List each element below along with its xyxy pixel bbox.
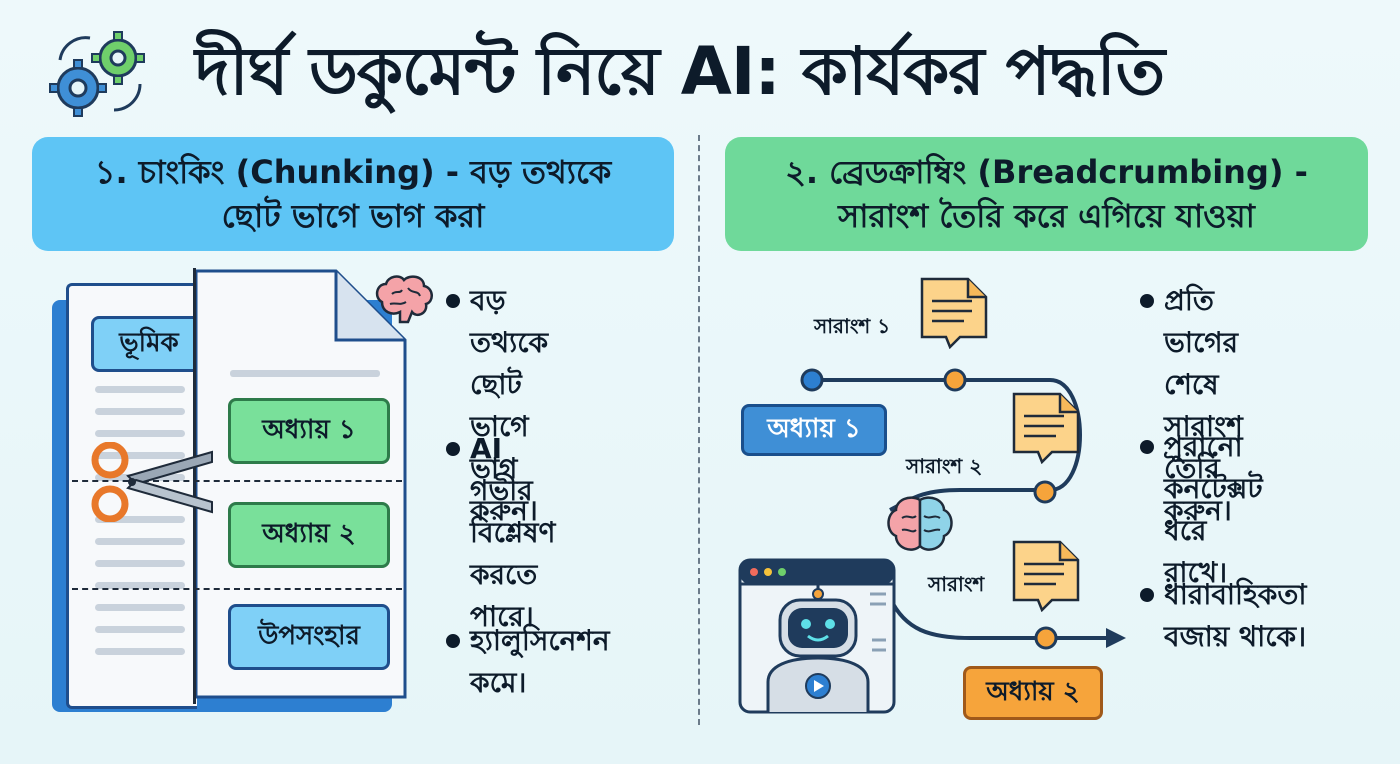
intro-tag-label: ভূমিক: [119, 328, 179, 358]
note-icon: [1012, 392, 1080, 464]
center-divider: [698, 135, 700, 725]
chapter-2-tag-label: অধ্যায় ২: [262, 519, 356, 549]
brain-icon: [375, 275, 433, 324]
robot-icon: [738, 558, 896, 714]
breadcrumbing-bullets: প্রতি ভাগের শেষে সারাংশ তৈরি করুন। পুরান…: [1140, 280, 1390, 680]
document-left-half: ভূমিক: [66, 283, 207, 709]
chapter-2-tag: অধ্যায় ২: [228, 502, 390, 568]
intro-tag: ভূমিক: [91, 316, 207, 372]
arrow-right-icon: [1106, 628, 1126, 648]
brain-icon: [887, 496, 953, 551]
chunk-divider-1: [72, 480, 402, 482]
chunking-bullets: বড় তথ্যকে ছোট ভাগে ভাগ করুন। AI গভীর বি…: [446, 280, 686, 720]
scissors-icon: [91, 442, 213, 522]
cut-line: [193, 268, 196, 704]
page-title: দীর্ঘ ডকুমেন্ট নিয়ে AI: কার্যকর পদ্ধতি: [195, 33, 1165, 110]
gears-icon: [49, 31, 145, 117]
timeline-chapter-2-label: অধ্যায় ২: [986, 677, 1080, 707]
summary-label-3: সারাংশ: [928, 572, 985, 596]
chunking-banner-line-2: ছোট ভাগে ভাগ করা: [221, 197, 485, 235]
document-icon: [196, 269, 407, 699]
chunking-banner-line-1: ১. চাংকিং (Chunking) - বড় তথ্যকে: [94, 153, 612, 191]
note-icon: [1012, 540, 1080, 612]
note-icon: [920, 277, 988, 349]
timeline-chapter-1-tag: অধ্যায় ১: [741, 404, 887, 456]
chapter-1-tag-label: অধ্যায় ১: [262, 415, 356, 445]
conclusion-tag-label: উপসংহার: [258, 621, 360, 651]
chapter-1-tag: অধ্যায় ১: [228, 398, 390, 464]
chunking-banner: ১. চাংকিং (Chunking) - বড় তথ্যকে ছোট ভা…: [32, 137, 674, 251]
breadcrumbing-banner-line-2: সারাংশ তৈরি করে এগিয়ে যাওয়া: [838, 197, 1255, 235]
conclusion-tag: উপসংহার: [228, 604, 390, 670]
timeline-chapter-1-label: অধ্যায় ১: [767, 414, 861, 444]
timeline-chapter-2-tag: অধ্যায় ২: [963, 666, 1103, 720]
chunk-divider-2: [72, 588, 402, 590]
breadcrumbing-banner: ২. ব্রেডক্রাম্বিং (Breadcrumbing) - সারা…: [725, 137, 1368, 251]
summary-label-1: সারাংশ ১: [814, 314, 891, 338]
breadcrumbing-banner-line-1: ২. ব্রেডক্রাম্বিং (Breadcrumbing) -: [785, 153, 1308, 191]
summary-label-2: সারাংশ ২: [906, 454, 983, 478]
